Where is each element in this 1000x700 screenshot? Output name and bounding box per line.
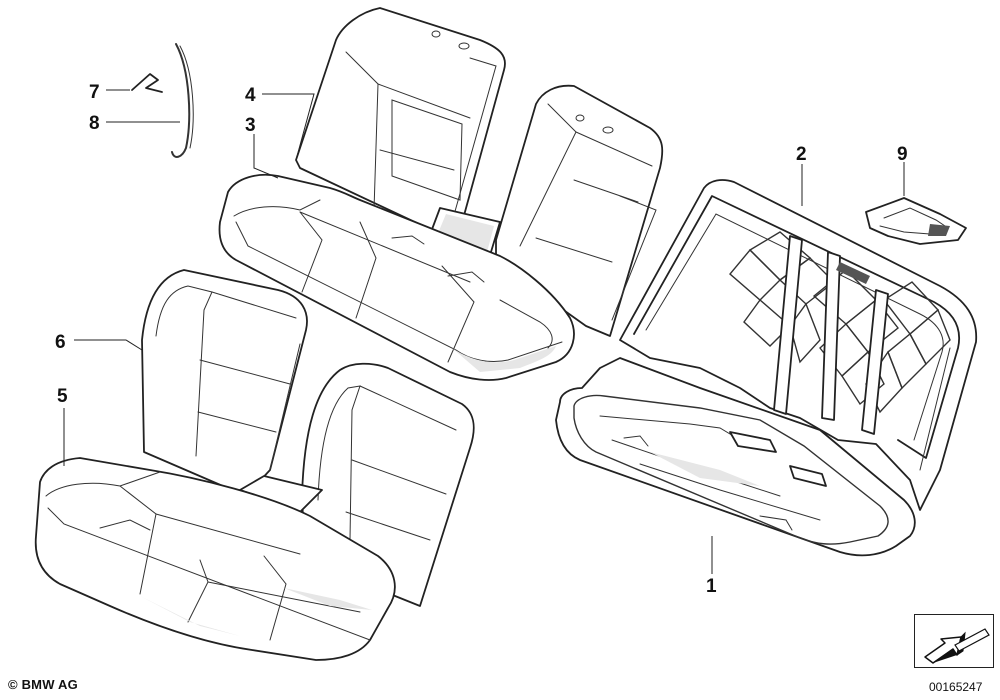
part-2-backrest-frame[interactable]	[619, 179, 978, 511]
part-5-seat-cushion[interactable]	[34, 457, 396, 661]
reference-number: 00165247	[929, 680, 983, 694]
callout-4: 4	[245, 85, 256, 106]
callout-8: 8	[89, 113, 100, 134]
callout-2: 2	[796, 144, 807, 165]
callout-6: 6	[55, 332, 66, 353]
callout-7: 7	[89, 82, 100, 103]
navigation-box[interactable]	[914, 614, 994, 668]
part-3-seat-cushion-cover[interactable]	[218, 173, 575, 381]
part-8-wire[interactable]	[171, 43, 194, 158]
part-1-seat-frame[interactable]	[555, 357, 916, 557]
arrow-icon	[924, 628, 990, 664]
leader-lines	[63, 89, 905, 574]
part-7-clip[interactable]	[131, 73, 163, 93]
callout-5: 5	[57, 386, 68, 407]
callout-labels: 7 8 4 3 2 9 1 6 5	[55, 82, 908, 597]
copyright-text: © BMW AG	[8, 677, 78, 692]
callout-1: 1	[706, 576, 717, 597]
callout-3: 3	[245, 115, 256, 136]
callout-9: 9	[897, 144, 908, 165]
part-9-bracket[interactable]	[865, 197, 967, 245]
